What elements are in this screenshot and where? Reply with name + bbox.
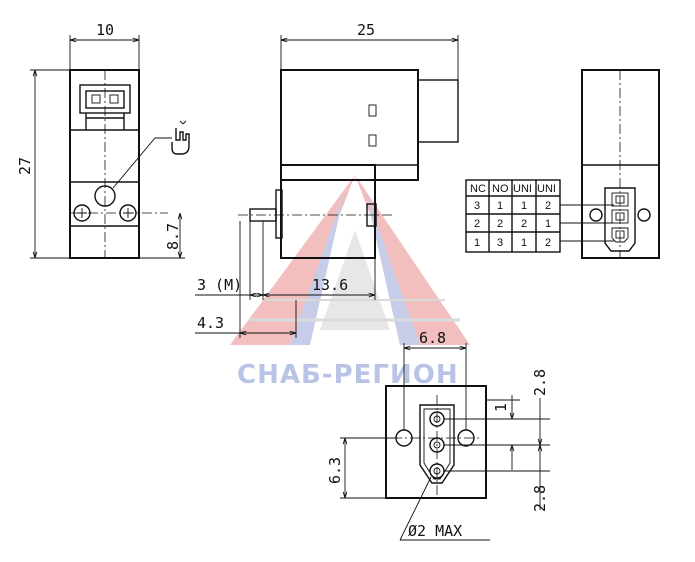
- dim-label-25: 25: [357, 21, 375, 39]
- table-cell: 2: [545, 200, 551, 212]
- dim-label-3m: 3 (M): [197, 276, 242, 294]
- side-view: [238, 69, 459, 259]
- dim-label-2-8-top: 2.8: [531, 369, 549, 396]
- dim-port-length: 3 (M) 13.6: [195, 221, 376, 300]
- table-cell: 2: [474, 218, 480, 230]
- bottom-view: [385, 385, 487, 499]
- dim-pin-row: 6.3: [326, 437, 396, 499]
- dim-pin-spacing: 6.8: [403, 329, 467, 430]
- dim-pin-pitch: 2.8 1 2.8: [444, 369, 550, 512]
- dim-label-13-6: 13.6: [312, 276, 348, 294]
- table-cell: 3: [474, 200, 480, 212]
- table-cell: 1: [521, 200, 527, 212]
- table-header-uni-2: UNI: [537, 183, 556, 195]
- dim-label-27: 27: [16, 157, 34, 175]
- dim-label-6-8: 6.8: [419, 329, 446, 347]
- right-view: [581, 69, 660, 259]
- table-cell: 1: [474, 237, 480, 249]
- table-cell: 2: [521, 218, 527, 230]
- table-cell: 2: [497, 218, 503, 230]
- dim-label-diameter: Ø2 MAX: [408, 522, 462, 540]
- dim-width-side: 25: [280, 21, 459, 80]
- dim-label-10: 10: [96, 21, 114, 39]
- dim-label-2-8-bottom: 2.8: [531, 485, 549, 512]
- watermark-logo: [230, 175, 470, 345]
- dim-label-4-3: 4.3: [197, 314, 224, 332]
- dim-port-offset: 4.3: [195, 221, 297, 338]
- table-header-nc: NC: [470, 183, 486, 195]
- dim-width-left: 10: [69, 21, 140, 70]
- table-cell: 3: [497, 237, 503, 249]
- table-cell: 1: [545, 218, 551, 230]
- dim-height-left: 27: [16, 69, 70, 259]
- dim-label-8-7: 8.7: [164, 223, 182, 250]
- table-header-uni-1: UNI: [513, 183, 532, 195]
- dim-label-6-3: 6.3: [326, 457, 344, 484]
- pin-table: NC NO UNI UNI 3 1 1 2 2 2 2 1 1 3 1 2: [465, 179, 614, 253]
- dim-offset-left: 8.7: [139, 213, 185, 259]
- table-header-no: NO: [492, 183, 509, 195]
- dim-pin-diameter: Ø2 MAX: [399, 476, 490, 541]
- left-view: [69, 69, 190, 259]
- dim-label-1: 1: [492, 403, 510, 412]
- table-cell: 2: [545, 237, 551, 249]
- table-cell: 1: [497, 200, 503, 212]
- table-cell: 1: [521, 237, 527, 249]
